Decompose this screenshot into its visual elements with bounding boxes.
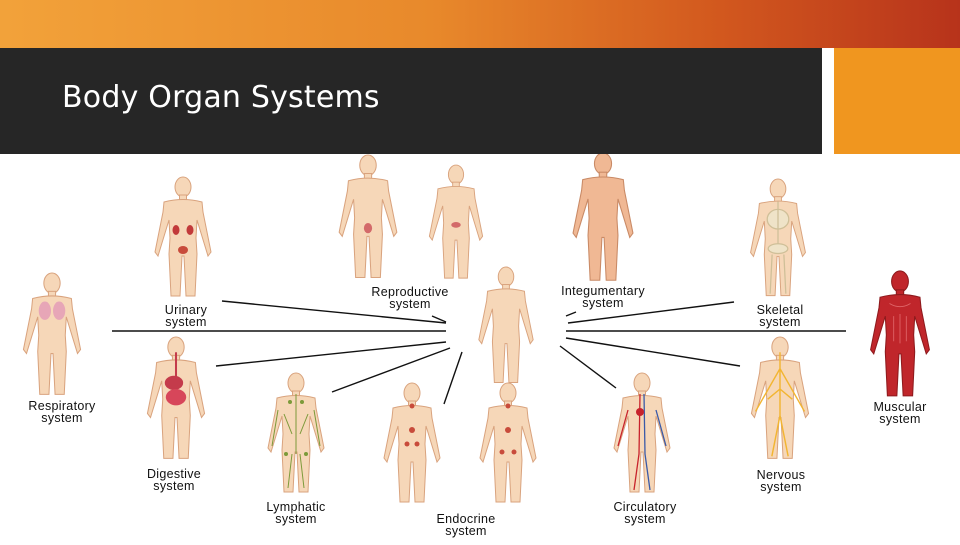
skeletal-figure	[750, 178, 806, 297]
digestive-figure	[146, 336, 206, 459]
line-endocrine	[443, 351, 463, 405]
title-bar	[0, 48, 822, 154]
endocrine-male-figure	[383, 382, 441, 503]
respiratory-figure	[22, 272, 82, 395]
line-skeletal	[567, 301, 735, 324]
top-accent-band	[0, 0, 960, 48]
accent-block	[834, 48, 960, 154]
urinary-figure	[154, 176, 212, 297]
line-lymphatic	[331, 347, 451, 393]
nervous-figure	[750, 336, 810, 459]
line-digestive	[215, 341, 447, 367]
muscular-figure	[870, 270, 930, 397]
accent-gap	[822, 48, 834, 154]
connector-lines	[112, 300, 846, 405]
lymphatic-figure	[267, 372, 325, 493]
endocrine-female-figure	[479, 382, 537, 503]
integumentary-figure	[572, 152, 634, 281]
line-reproductive	[431, 315, 447, 323]
reproductive-female-figure	[428, 164, 484, 279]
line-nervous	[565, 337, 741, 367]
page-title: Body Organ Systems	[62, 80, 380, 115]
central-figure	[478, 266, 534, 383]
diagram-svg	[22, 152, 930, 503]
line-integumentary	[565, 311, 577, 317]
reproductive-male-figure	[338, 154, 398, 279]
line-urinary	[221, 300, 447, 324]
circulatory-figure	[613, 372, 671, 493]
line-circulatory	[559, 345, 617, 389]
